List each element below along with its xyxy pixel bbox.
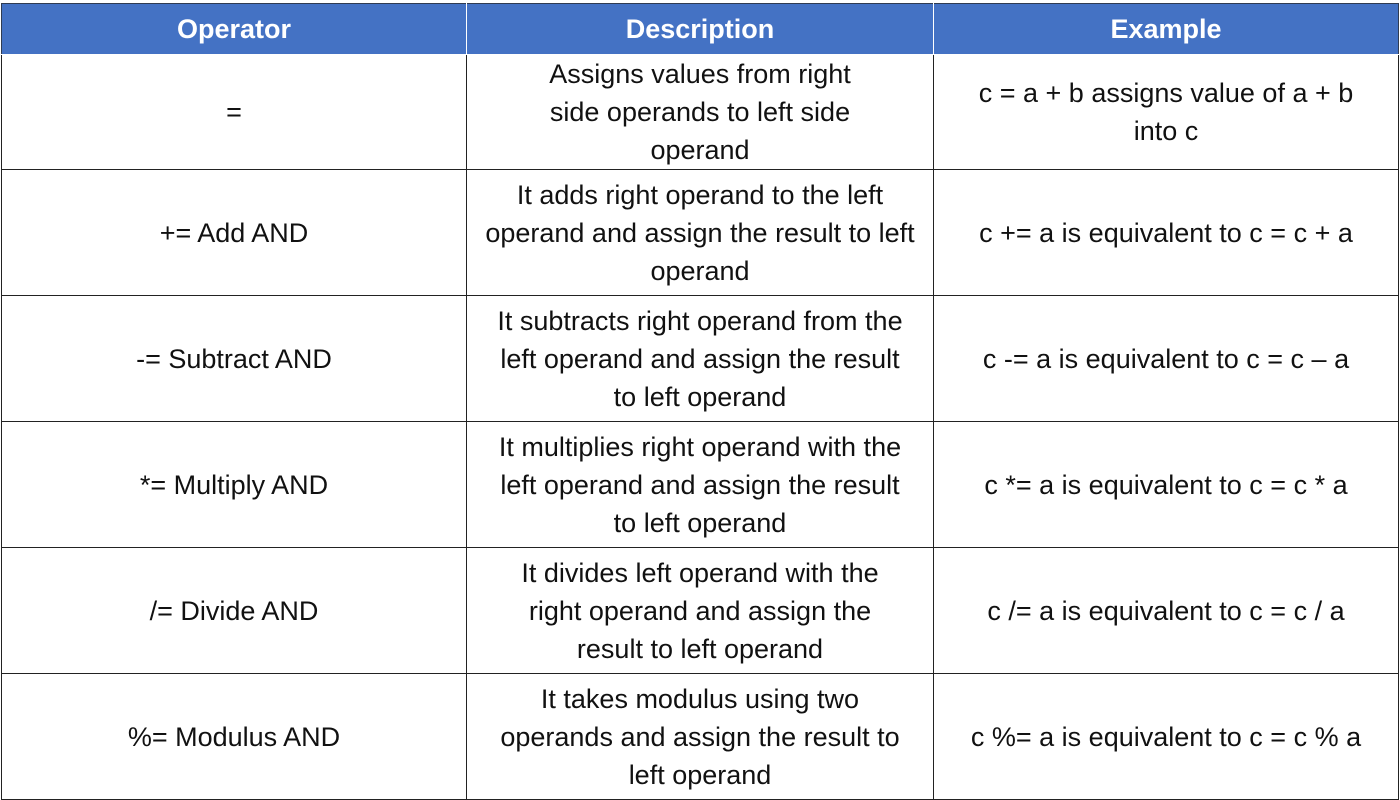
- example-cell: c += a is equivalent to c = c + a: [933, 169, 1399, 296]
- example-cell: c /= a is equivalent to c = c / a: [933, 547, 1399, 674]
- description-cell: It takes modulus using two operands and …: [466, 673, 934, 800]
- table-row: %= Modulus AND It takes modulus using tw…: [1, 673, 1399, 800]
- operator-cell: += Add AND: [1, 169, 467, 296]
- table-row: += Add AND It adds right operand to the …: [1, 169, 1399, 296]
- example-cell: c -= a is equivalent to c = c – a: [933, 295, 1399, 422]
- description-cell: It divides left operand with the right o…: [466, 547, 934, 674]
- example-cell: c *= a is equivalent to c = c * a: [933, 421, 1399, 548]
- description-cell: Assigns values from right side operands …: [466, 54, 934, 170]
- table-header-row: Operator Description Example: [1, 3, 1399, 55]
- table-row: -= Subtract AND It subtracts right opera…: [1, 295, 1399, 422]
- description-cell: It multiplies right operand with the lef…: [466, 421, 934, 548]
- table-row: = Assigns values from right side operand…: [1, 54, 1399, 170]
- example-cell: c = a + b assigns value of a + b into c: [933, 54, 1399, 170]
- table-row: /= Divide AND It divides left operand wi…: [1, 547, 1399, 674]
- operator-cell: -= Subtract AND: [1, 295, 467, 422]
- operator-cell: %= Modulus AND: [1, 673, 467, 800]
- header-description: Description: [466, 3, 934, 55]
- description-cell: It adds right operand to the left operan…: [466, 169, 934, 296]
- operator-cell: =: [1, 54, 467, 170]
- operator-cell: *= Multiply AND: [1, 421, 467, 548]
- table-row: *= Multiply AND It multiplies right oper…: [1, 421, 1399, 548]
- header-example: Example: [933, 3, 1399, 55]
- assignment-operators-table: Operator Description Example = Assigns v…: [1, 3, 1399, 800]
- description-cell: It subtracts right operand from the left…: [466, 295, 934, 422]
- example-cell: c %= a is equivalent to c = c % a: [933, 673, 1399, 800]
- header-operator: Operator: [1, 3, 467, 55]
- operator-cell: /= Divide AND: [1, 547, 467, 674]
